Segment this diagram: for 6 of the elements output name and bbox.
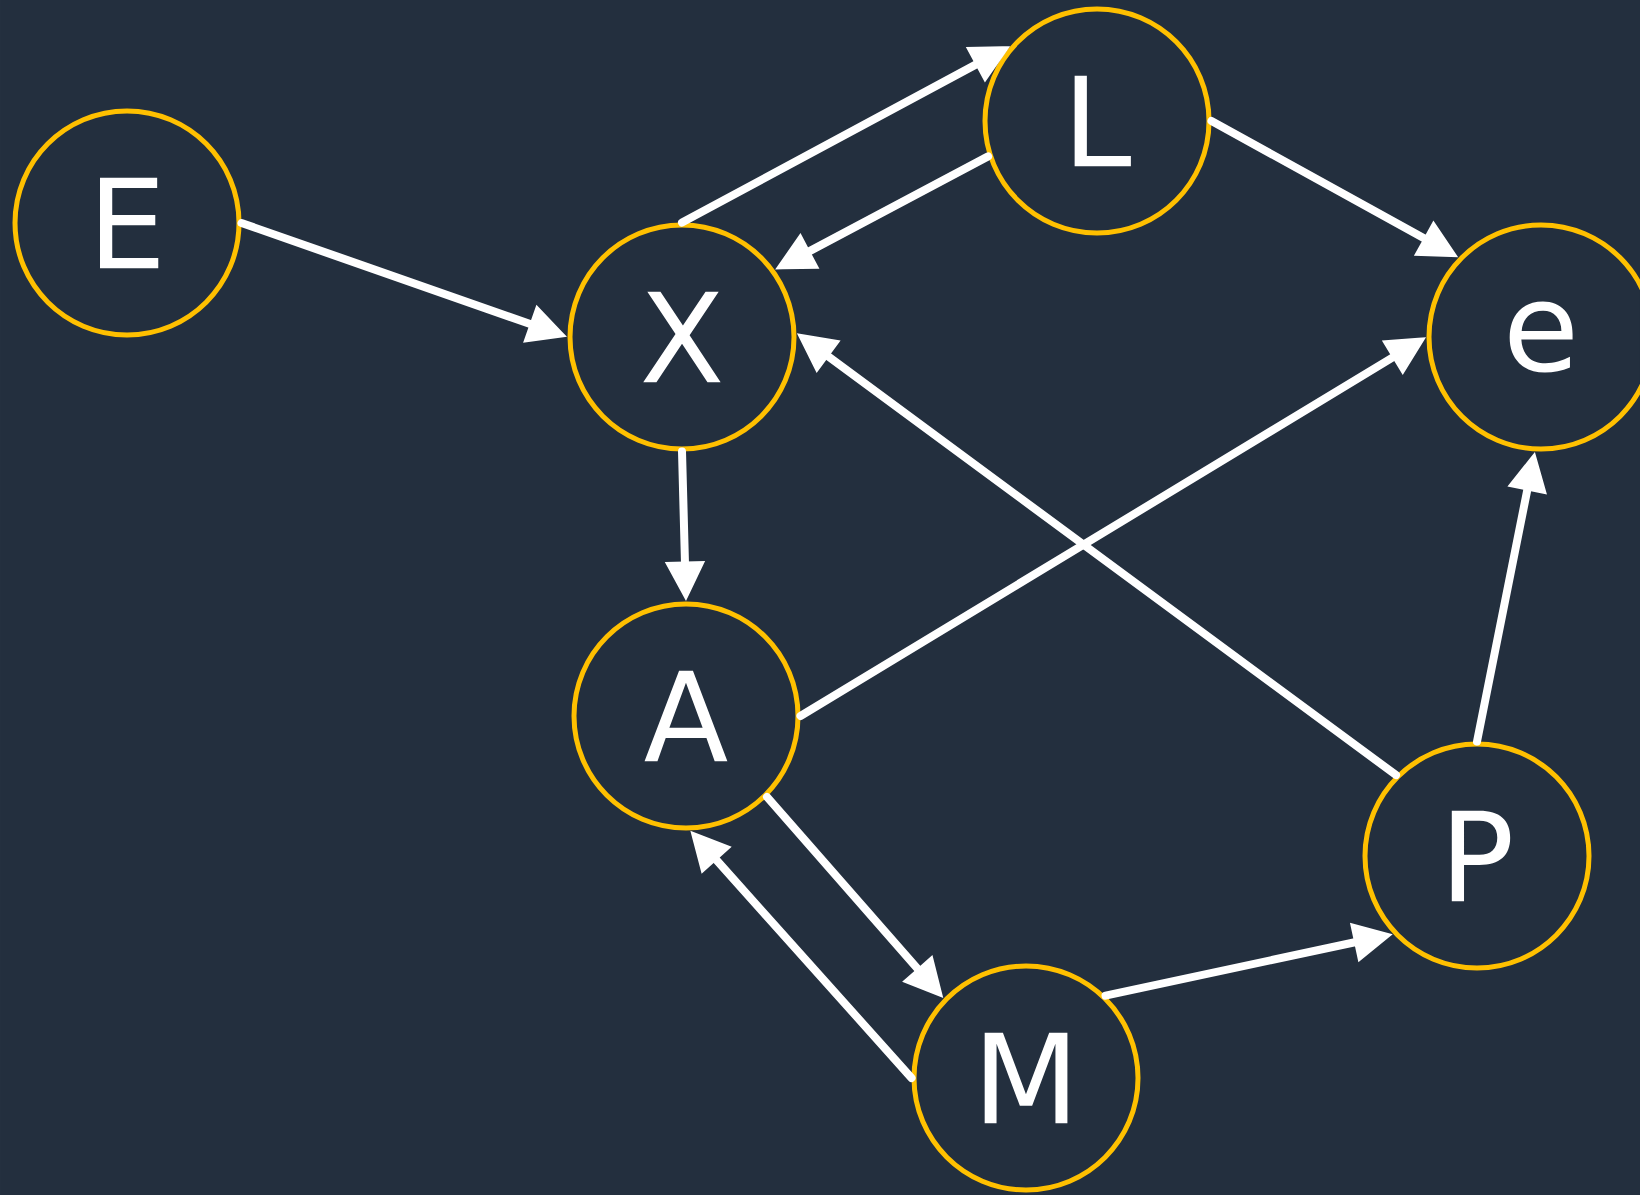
circle-node: L [982,6,1212,236]
circle-node: P [1362,741,1592,971]
circle-node: A [571,601,801,831]
circle-node: E [12,108,242,338]
circle-node: X [567,222,797,452]
circle-node: M [911,963,1141,1193]
